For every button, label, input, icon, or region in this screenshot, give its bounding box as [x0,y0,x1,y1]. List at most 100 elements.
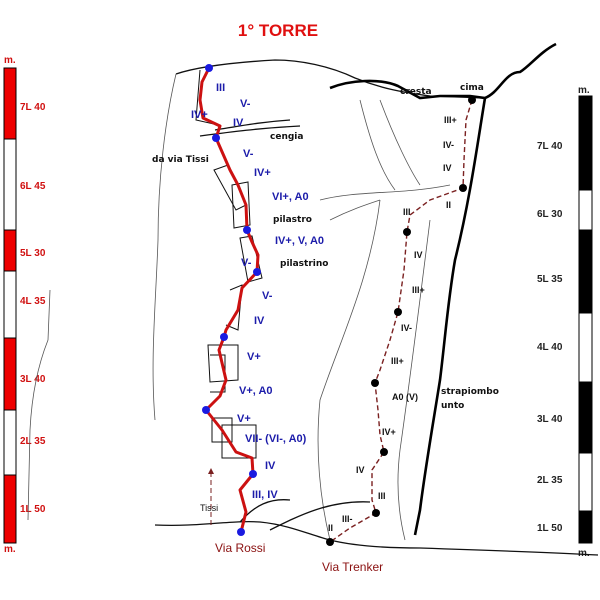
left-scale-label: 4L 35 [20,296,46,307]
label-cresta: cresta [400,87,432,97]
grade-label: VII- (VI-, A0) [245,433,307,445]
grade-label: III, IV [252,489,278,501]
via-rossi-path [198,67,260,533]
left-scale-segment [3,138,17,231]
left-scale-label: 7L 40 [20,102,46,113]
grade-label: IV+, V, A0 [275,235,324,247]
right-scale-label: 4L 40 [537,342,563,353]
grade-label: V+ [247,351,261,363]
belay-point [459,184,467,192]
right-scale-segment [578,95,593,191]
label-via-rossi: Via Rossi [215,541,265,555]
grade-label: IV+ [191,109,208,121]
grade-label: III [216,82,225,94]
left-scale: m. 7L 40 6L 45 5L 30 4L 35 3L 40 2L 35 1… [3,55,46,555]
belay-point [205,64,213,72]
via-trenker-grades: III+ IV- IV II III IV III+ IV- III+ A0 (… [328,115,457,533]
grade-label: III [378,491,386,501]
left-scale-segment [3,67,17,140]
title: 1° TORRE [238,21,318,40]
grade-label: III [403,207,411,217]
right-scale-label: 5L 35 [537,274,563,285]
belay-point [403,228,411,236]
grade-label: IV [265,460,276,472]
belay-point [372,509,380,517]
grade-label: V- [241,257,252,269]
place-labels: cengia da via Tissi pilastro pilastrino … [152,83,499,574]
left-scale-segment [3,474,17,544]
left-scale-label: 2L 35 [20,436,46,447]
left-scale-label: 6L 45 [20,181,46,192]
tissi-arrowhead-icon [208,468,214,474]
grade-label: V- [243,148,254,160]
belay-point [394,308,402,316]
label-pilastro: pilastro [273,215,312,225]
pitch-outlines [195,69,263,459]
grade-label: IV [443,163,452,173]
left-scale-segment [3,409,17,476]
grade-label: A0 (V) [392,392,418,402]
label-strapiombo: strapiombo [441,387,499,397]
belay-point [253,268,261,276]
via-rossi-belays [202,64,261,536]
grade-label: III- [342,514,353,524]
grade-label: IV- [401,323,412,333]
grade-label: V+, A0 [239,385,273,397]
right-scale-segment [578,452,593,512]
label-via-trenker: Via Trenker [322,560,383,574]
right-scale-segment [578,189,593,231]
right-scale-segment [578,229,593,314]
grade-label: IV [356,465,365,475]
grade-label: VI+, A0 [272,191,309,203]
via-trenker-belays [326,96,476,546]
left-scale-label: 3L 40 [20,374,46,385]
grade-label: IV [414,250,423,260]
left-scale-unit-top: m. [4,55,16,66]
label-cengia: cengia [270,132,303,142]
right-scale-unit-top: m. [578,85,590,96]
via-rossi-grades: III V- IV+ IV V- IV+ VI+, A0 IV+, V, A0 … [191,82,324,501]
belay-point [249,470,257,478]
label-pilastrino: pilastrino [280,259,328,269]
right-scale-label: 7L 40 [537,141,563,152]
right-scale-unit-bottom: m. [578,548,590,559]
right-scale-label: 1L 50 [537,523,563,534]
right-scale-label: 6L 30 [537,209,563,220]
belay-point [220,333,228,341]
left-scale-segment [3,229,17,272]
grade-label: III+ [412,285,425,295]
label-unto: unto [441,401,464,411]
left-scale-unit-bottom: m. [4,544,16,555]
belay-point [371,379,379,387]
right-scale-label: 3L 40 [537,414,563,425]
grade-label: III+ [444,115,457,125]
label-cima: cima [460,83,484,93]
grade-label: IV- [443,140,454,150]
belay-point [237,528,245,536]
right-scale-segment [578,312,593,383]
right-scale-segment [578,381,593,454]
label-tissi: Tissi [200,503,218,513]
belay-point [468,96,476,104]
left-scale-label: 5L 30 [20,248,46,259]
right-scale-label: 2L 35 [537,475,563,486]
belay-point [212,134,220,142]
grade-label: IV+ [254,167,271,179]
belay-point [326,538,334,546]
grade-label: IV+ [382,427,396,437]
grade-label: V+ [237,413,251,425]
left-scale-segment [3,337,17,411]
belay-point [243,226,251,234]
grade-label: IV [233,117,244,129]
right-scale: m. 7L 40 6L 30 5L 35 4L 40 3L 40 2L 35 1… [537,85,593,559]
belay-point [202,406,210,414]
grade-label: IV [254,315,265,327]
right-scale-segment [578,510,593,544]
grade-label: II [328,523,333,533]
left-scale-segment [3,270,17,339]
label-da-via-tissi: da via Tissi [152,155,209,165]
belay-point [380,448,388,456]
rock-outline [27,42,599,556]
